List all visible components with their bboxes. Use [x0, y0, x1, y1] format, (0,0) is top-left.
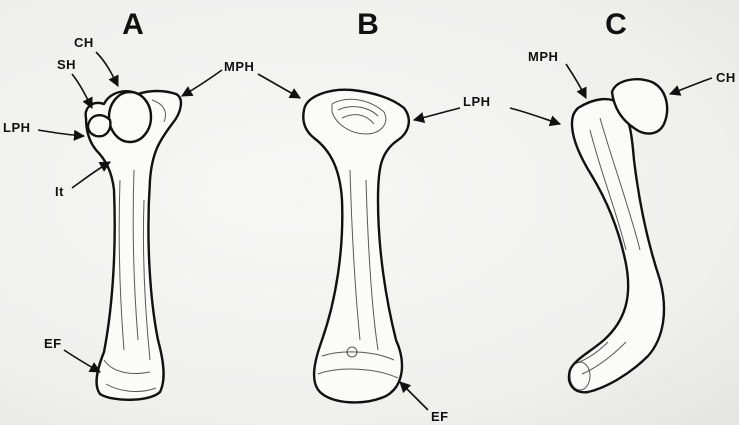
arrow-a-lph [38, 130, 84, 136]
arrow-a-it [72, 162, 110, 188]
bone-c-outline [569, 99, 664, 392]
label-lph-bc: LPH [463, 94, 491, 109]
arrow-b-ef [400, 382, 428, 410]
arrow-mph-to-a [182, 70, 222, 96]
label-mph-ab: MPH [224, 59, 254, 74]
label-a-ef: EF [44, 336, 62, 351]
label-a-sh: SH [57, 57, 76, 72]
panel-letter-a: A [122, 8, 144, 41]
arrow-a-ef [64, 350, 100, 372]
bone-c [569, 79, 667, 392]
label-a-lph: LPH [3, 120, 31, 135]
label-a-it: It [55, 184, 64, 199]
bone-b [303, 90, 408, 403]
arrow-lph-to-c [510, 108, 560, 124]
label-a-ch: CH [74, 35, 94, 50]
arrow-lph-to-b [414, 108, 460, 120]
arrow-a-sh [72, 74, 92, 108]
panel-letter-b: B [357, 8, 379, 41]
label-c-mph: MPH [528, 49, 558, 64]
label-b-ef: EF [431, 409, 449, 424]
arrow-a-ch [96, 52, 118, 86]
arrow-c-mph [566, 64, 586, 98]
arrow-c-ch [670, 78, 712, 94]
panel-letter-c: C [605, 8, 627, 41]
bone-a-central-head [109, 92, 151, 142]
bone-a [86, 91, 181, 400]
arrow-mph-to-b [258, 74, 300, 98]
bone-a-lateral-head [88, 115, 110, 136]
label-c-ch: CH [716, 70, 736, 85]
